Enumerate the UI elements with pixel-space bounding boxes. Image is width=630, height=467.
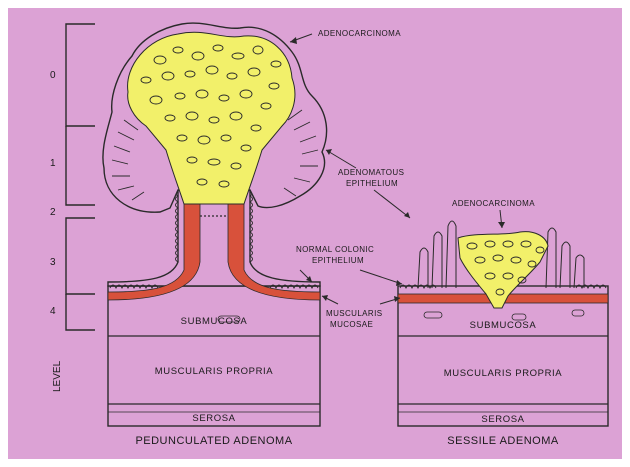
right-submucosa-label: SUBMUCOSA [470,320,537,331]
level-mark-2: 2 [50,207,56,218]
left-serosa-label: SEROSA [192,413,235,424]
level-axis-label: LEVEL [52,360,63,392]
caption-pedunculated-adenoma: PEDUNCULATED ADENOMA [135,435,292,447]
level-mark-0: 0 [50,70,56,81]
right-muscularis-propria-label: MUSCULARIS PROPRIA [444,368,563,379]
caption-sessile-adenoma: SESSILE ADENOMA [447,435,559,447]
label-normal-colonic-epithelium-line2: EPITHELIUM [312,256,364,265]
label-muscularis-mucosae-line2: MUCOSAE [330,320,373,329]
label-muscularis-mucosae-line1: MUSCULARIS [326,309,382,318]
label-adenocarcinoma-right: ADENOCARCINOMA [452,199,535,208]
label-adenocarcinoma-left: ADENOCARCINOMA [318,29,401,38]
right-serosa-label: SEROSA [481,414,524,425]
label-normal-colonic-epithelium-line1: NORMAL COLONIC [296,245,374,254]
left-muscularis-propria-label: MUSCULARIS PROPRIA [155,366,274,377]
left-submucosa-label: SUBMUCOSA [181,316,248,327]
level-mark-4: 4 [50,306,56,317]
level-mark-1: 1 [50,158,56,169]
label-adenomatous-epithelium-line2: EPITHELIUM [346,179,398,188]
level-mark-3: 3 [50,257,56,268]
label-adenomatous-epithelium-line1: ADENOMATOUS [338,168,404,177]
